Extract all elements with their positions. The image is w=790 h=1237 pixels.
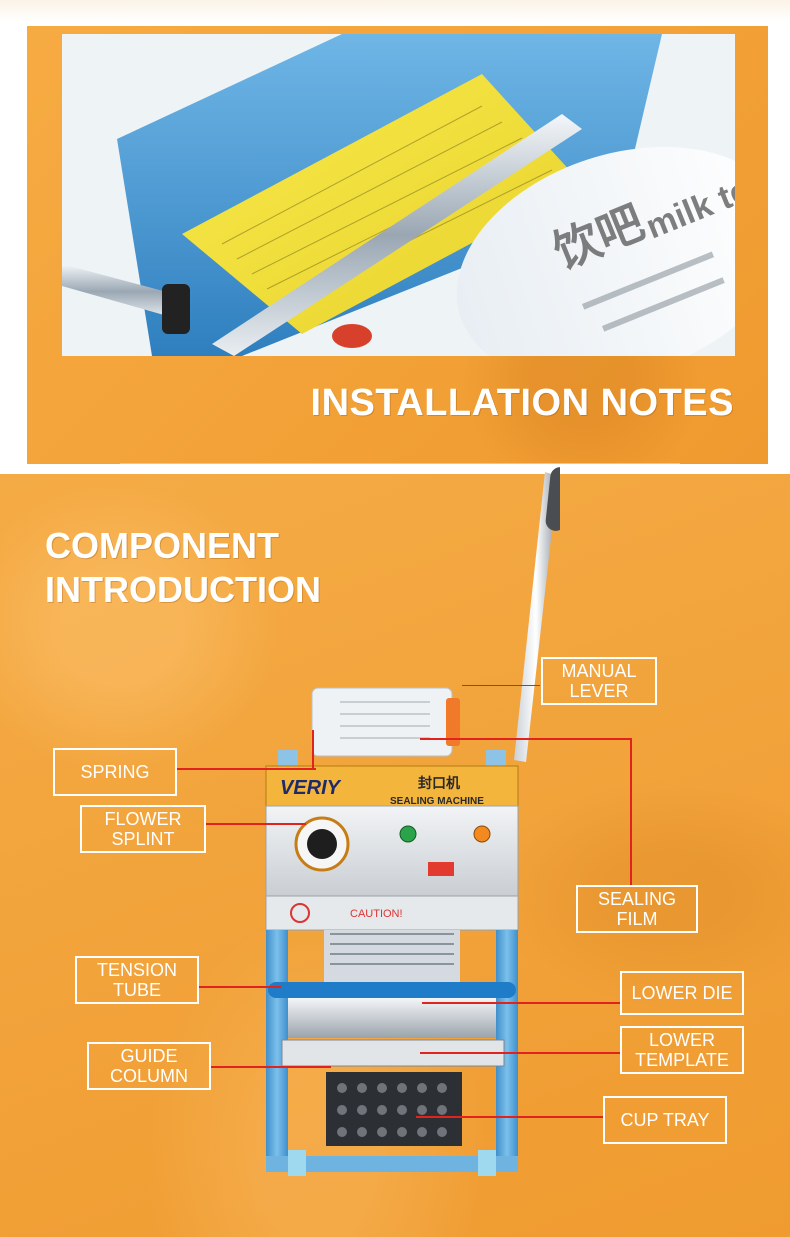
component-title-line1: COMPONENT (45, 525, 279, 566)
machine-name-en: SEALING MACHINE (390, 796, 484, 807)
top-band (0, 0, 790, 22)
leader-manual-lever (462, 685, 540, 686)
machine-brand: VERIY (280, 777, 342, 799)
label-tension-tube: TENSION TUBE (75, 956, 199, 1004)
label-guide-column: GUIDE COLUMN (87, 1042, 211, 1090)
leader-guide-column (211, 1066, 331, 1068)
label-lower-die: LOWER DIE (620, 971, 744, 1015)
component-title-line2: INTRODUCTION (45, 569, 321, 610)
label-manual-lever: MANUAL LEVER (541, 657, 657, 705)
sealing-machine-illustration: VERIY 封口机 SEALING MACHINE CAUTION! (265, 467, 560, 1176)
label-cup-tray: CUP TRAY (603, 1096, 727, 1144)
leader-lower-template (420, 1052, 622, 1054)
leader-flower-splint (206, 823, 306, 825)
installation-panel: 饮吧 milk tea INSTALLATION NOTES (27, 26, 768, 464)
label-flower-splint: FLOWER SPLINT (80, 805, 206, 853)
leader-sealing-film-v (630, 738, 632, 886)
machine-name-cn: 封口机 (418, 775, 460, 792)
leader-spring (176, 768, 316, 770)
section-divider (120, 463, 680, 464)
leader-sealing-film-h (420, 738, 632, 740)
film-roll-illustration: 饮吧 milk tea (62, 34, 735, 356)
installation-notes-title: INSTALLATION NOTES (310, 382, 734, 424)
component-introduction-title: COMPONENT INTRODUCTION (45, 524, 321, 612)
label-sealing-film: SEALING FILM (576, 885, 698, 933)
leader-tension-tube (199, 986, 281, 988)
film-roll-photo: 饮吧 milk tea (62, 34, 735, 356)
label-lower-template: LOWER TEMPLATE (620, 1026, 744, 1074)
leader-cup-tray (416, 1116, 604, 1118)
machine-caution: CAUTION! (350, 908, 403, 920)
label-spring: SPRING (53, 748, 177, 796)
leader-spring-vertical (312, 730, 314, 770)
leader-lower-die (422, 1002, 622, 1004)
